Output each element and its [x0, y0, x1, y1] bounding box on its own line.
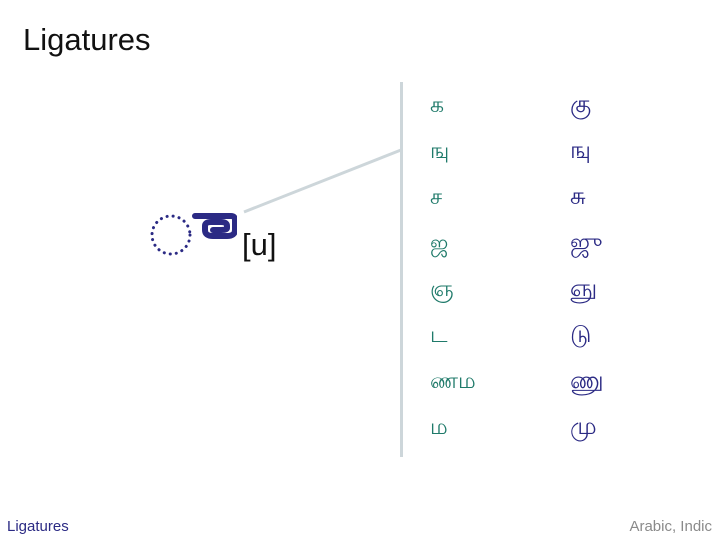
ligature-glyph: டு	[570, 321, 592, 348]
ligature-table: க கு ஙு ஙு ச சு ஜ ஜு ஞ ஞு ட டு ணம ணு ம ம…	[430, 90, 690, 458]
table-row: ஙு ஙு	[430, 136, 690, 182]
ligature-glyph: ஙு	[570, 137, 592, 164]
ligature-glyph: ஜு	[570, 229, 603, 256]
table-row: ச சு	[430, 182, 690, 228]
ligature-glyph: ணு	[570, 367, 604, 394]
ligature-glyph: கு	[570, 91, 592, 118]
base-glyph: ஞ	[430, 276, 454, 301]
ligature-glyph: மு	[570, 413, 597, 440]
base-glyph: ஜ	[430, 230, 449, 255]
base-glyph: ம	[430, 414, 448, 439]
base-glyph: க	[430, 92, 445, 117]
base-glyph: ணம	[430, 368, 476, 393]
dotted-circle-icon	[150, 214, 192, 256]
phonetic-label: [u]	[242, 227, 277, 262]
footer-section-label: Ligatures	[7, 518, 69, 535]
ligature-glyph: ஞு	[570, 275, 598, 302]
table-row: ஞ ஞு	[430, 274, 690, 320]
ligature-glyph: சு	[570, 183, 586, 210]
table-row: ம மு	[430, 412, 690, 458]
page-title: Ligatures	[23, 22, 151, 57]
table-row: ட டு	[430, 320, 690, 366]
vowel-sign-glyph	[192, 213, 237, 239]
table-row: க கு	[430, 90, 690, 136]
table-row: ணம ணு	[430, 366, 690, 412]
vertical-divider	[400, 82, 403, 457]
base-glyph: ட	[430, 322, 448, 347]
footer-topic-label: Arabic, Indic	[629, 518, 712, 535]
base-glyph: ச	[430, 184, 443, 209]
table-row: ஜ ஜு	[430, 228, 690, 274]
vowel-sign-diagram: [u]	[145, 200, 295, 280]
base-glyph: ஙு	[430, 138, 450, 163]
